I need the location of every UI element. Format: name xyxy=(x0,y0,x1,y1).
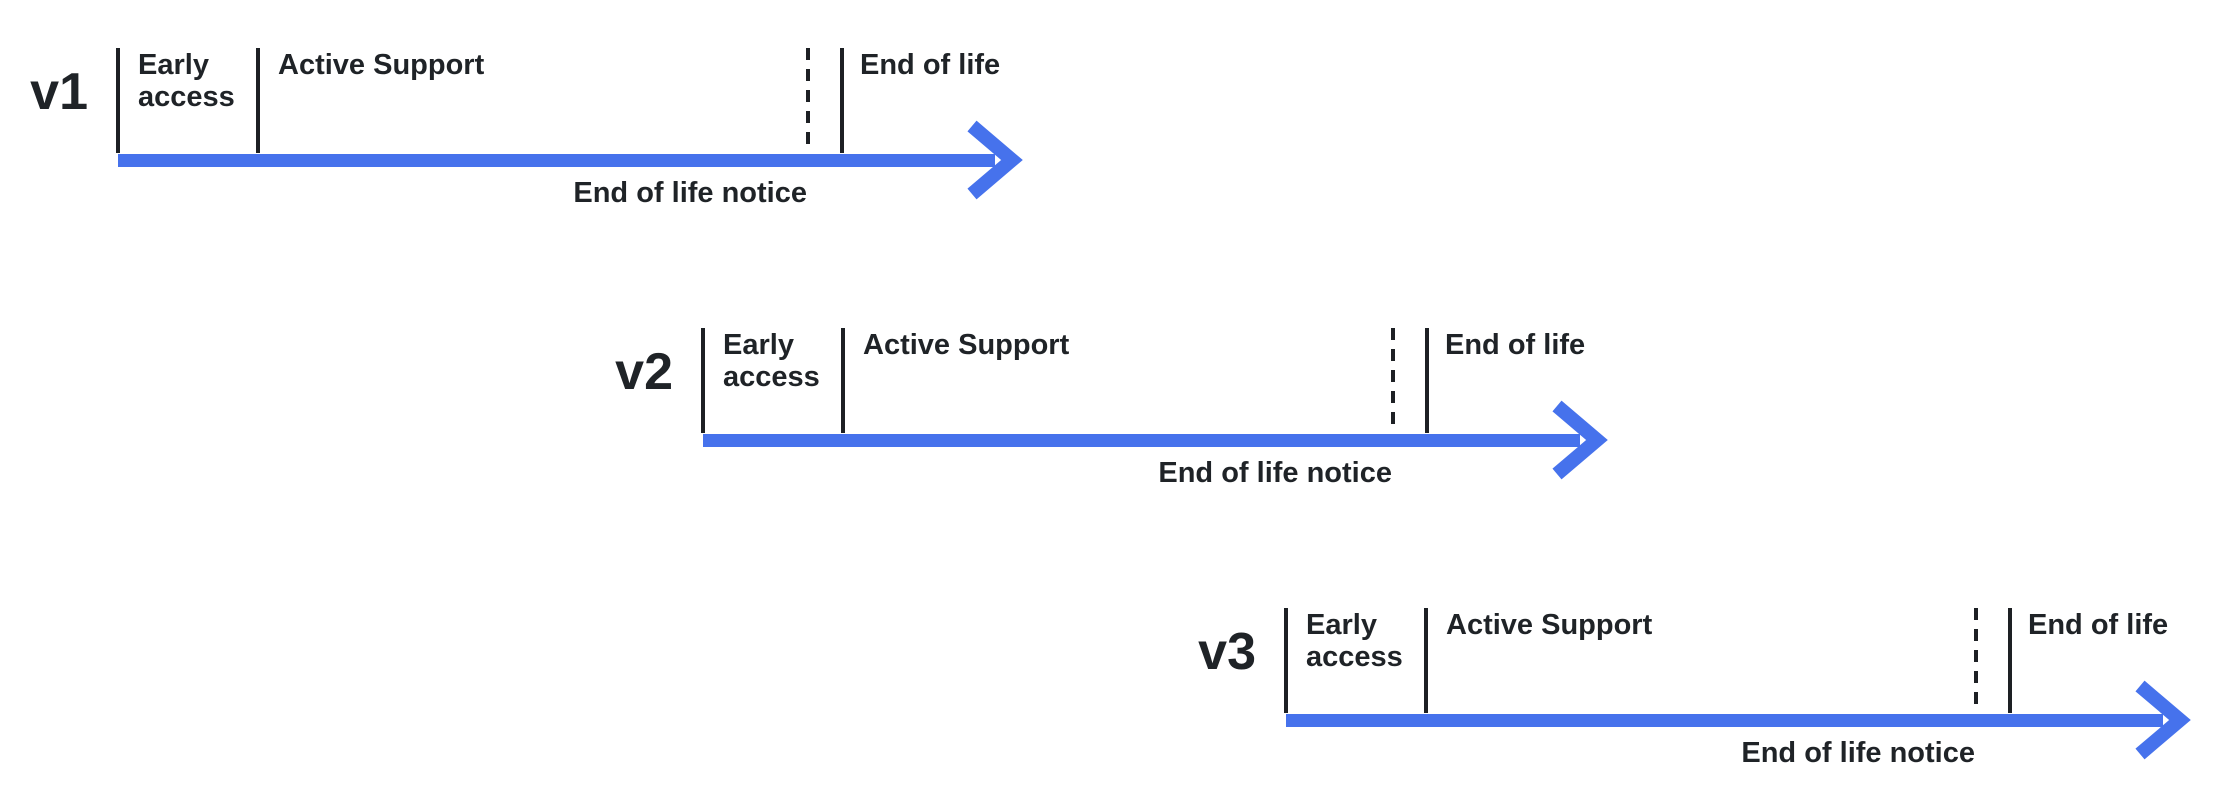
early-access-start-tick xyxy=(116,48,120,153)
version-label: v1 xyxy=(30,63,88,121)
arrow-chevron xyxy=(967,120,1023,200)
arrow-chevron xyxy=(2135,680,2191,760)
early-access-label: Early access xyxy=(1306,609,1403,673)
active-support-label: Active Support xyxy=(1446,609,1653,641)
early-access-start-tick xyxy=(1284,608,1288,713)
eol-notice-dashed-tick xyxy=(1974,608,1978,711)
active-support-start-tick xyxy=(1424,608,1428,713)
version-label: v2 xyxy=(615,343,673,401)
active-support-label: Active Support xyxy=(863,329,1070,361)
arrow-chevron xyxy=(1552,400,1608,480)
end-of-life-label: End of life xyxy=(1445,329,1586,361)
arrow-right-icon xyxy=(1552,400,1608,480)
end-of-life-label: End of life xyxy=(860,49,1001,81)
version-label: v3 xyxy=(1198,623,1256,681)
active-support-start-tick xyxy=(256,48,260,153)
eol-notice-label: End of life notice xyxy=(1158,457,1392,489)
timeline-arrow-shaft xyxy=(118,153,995,167)
timeline-arrow-shaft xyxy=(1286,713,2163,727)
early-access-label: Early access xyxy=(138,49,235,113)
end-of-life-tick xyxy=(1425,328,1429,433)
end-of-life-tick xyxy=(2008,608,2012,713)
eol-notice-dashed-tick xyxy=(1391,328,1395,431)
arrow-right-icon xyxy=(967,120,1023,200)
active-support-start-tick xyxy=(841,328,845,433)
eol-notice-dashed-tick xyxy=(806,48,810,151)
early-access-start-tick xyxy=(701,328,705,433)
end-of-life-label: End of life xyxy=(2028,609,2169,641)
end-of-life-tick xyxy=(840,48,844,153)
arrow-right-icon xyxy=(2135,680,2191,760)
eol-notice-label: End of life notice xyxy=(1741,737,1975,769)
eol-notice-label: End of life notice xyxy=(573,177,807,209)
active-support-label: Active Support xyxy=(278,49,485,81)
early-access-label: Early access xyxy=(723,329,820,393)
timeline-arrow-shaft xyxy=(703,433,1580,447)
